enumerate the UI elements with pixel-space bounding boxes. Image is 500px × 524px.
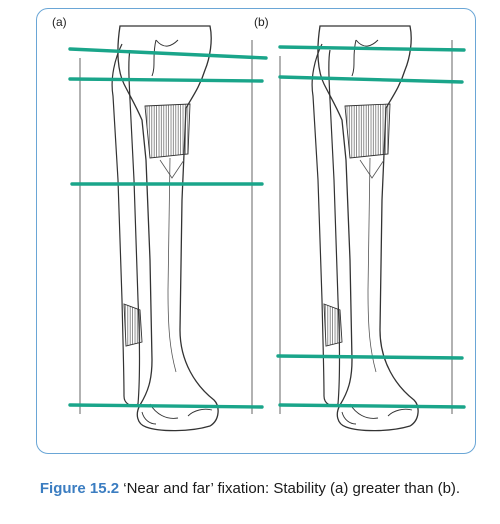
panel-b-diagram — [276, 25, 466, 432]
pin-bar-a-2 — [68, 77, 264, 83]
panel-label-b: (b) — [254, 15, 269, 29]
panel-label-a: (a) — [52, 15, 67, 29]
figure-caption: Figure 15.2 ‘Near and far’ fixation: Sta… — [0, 480, 500, 497]
caption-text: ‘Near and far’ fixation: Stability (a) g… — [123, 480, 461, 497]
fixator-frame-a — [79, 40, 253, 414]
caption-label: Figure 15.2 — [39, 480, 120, 497]
pin-bar-b-2 — [278, 75, 464, 84]
tibia-fibula-illustration-a — [111, 25, 219, 432]
pin-bar-a-1 — [68, 47, 268, 60]
pin-bar-b-1 — [278, 45, 466, 52]
pin-bar-b-4 — [278, 403, 466, 409]
pin-bar-b-3 — [276, 354, 464, 360]
fixator-bars-b — [276, 45, 466, 409]
tibia-fibula-illustration-b — [311, 25, 419, 432]
panel-a-diagram — [68, 25, 268, 432]
fixation-diagram — [68, 25, 466, 432]
fixator-bars-a — [68, 47, 268, 409]
pin-bar-a-4 — [68, 403, 264, 409]
